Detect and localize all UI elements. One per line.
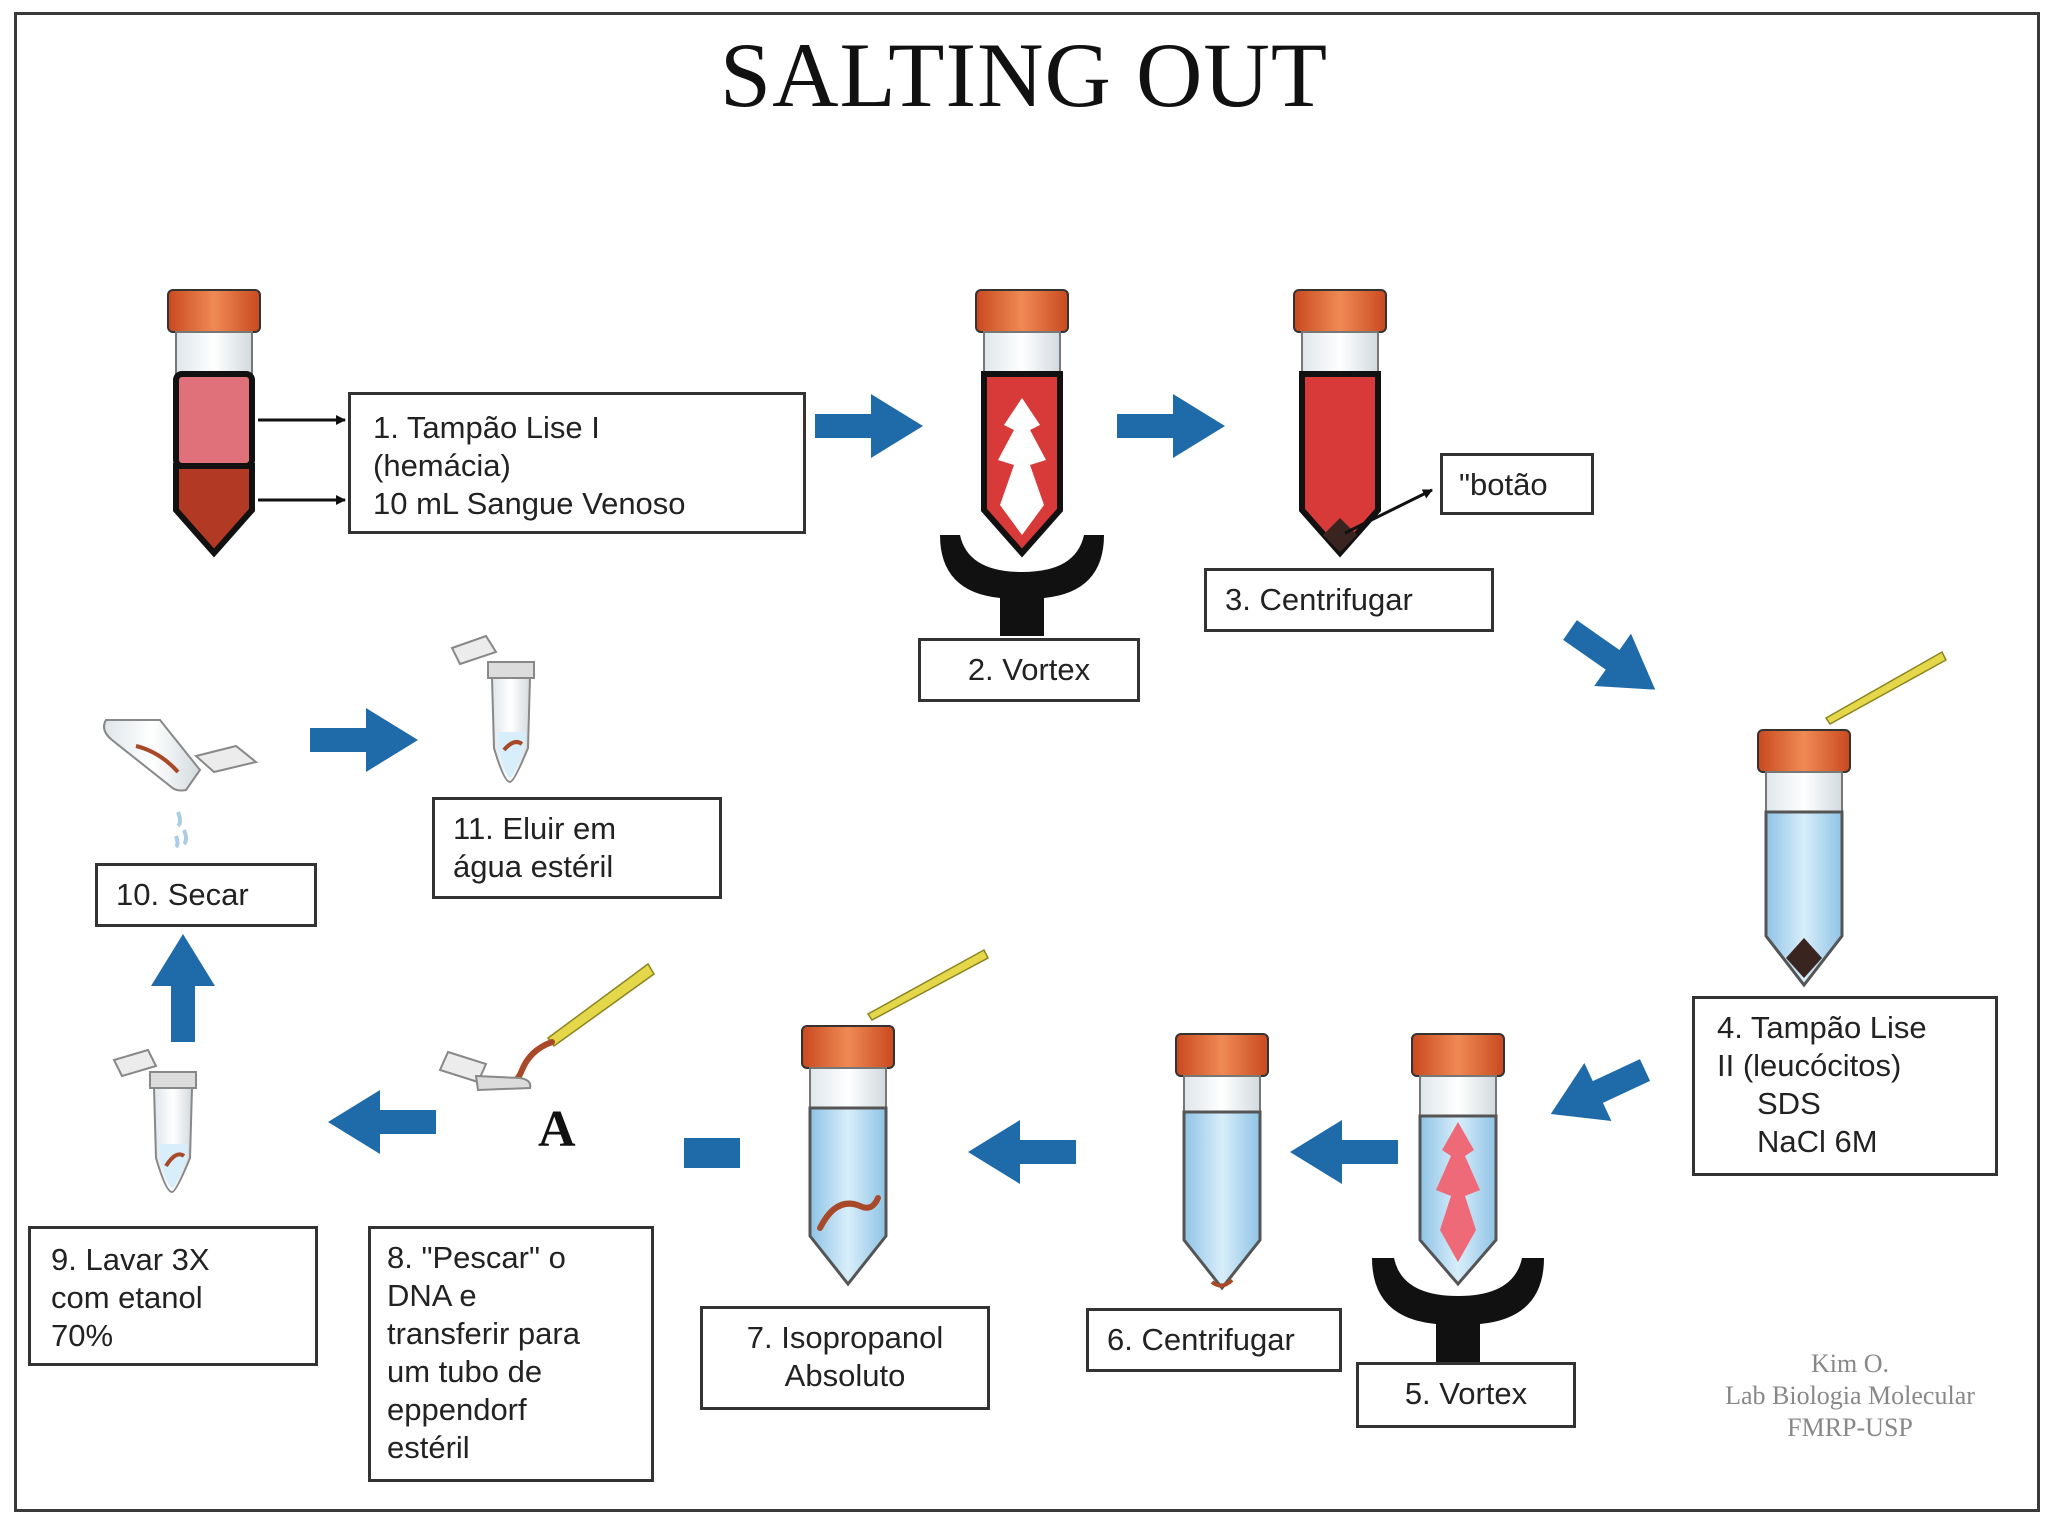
- pointer-arrow-botao: [1344, 488, 1433, 535]
- tube-6-centrifuge-icon: [1175, 1033, 1269, 1291]
- step-5-label: 5. Vortex: [1356, 1362, 1576, 1428]
- dna-fishing-icon: [438, 962, 655, 1092]
- diagram-title: SALTING OUT: [719, 24, 1329, 126]
- pipette-tip-icon: [1824, 650, 1947, 725]
- eppendorf-9-icon: [112, 1048, 197, 1194]
- step-4-line: 4. Tampão Lise: [1717, 1010, 1927, 1045]
- step-8-line: 8. "Pescar" o: [387, 1240, 566, 1275]
- tube-3-centrifuge-icon: [1293, 289, 1387, 558]
- credit-line: FMRP-USP: [1787, 1413, 1913, 1442]
- step-2-text: 2. Vortex: [967, 652, 1091, 687]
- step-3-text: 3. Centrifugar: [1225, 582, 1413, 617]
- credit-block: Kim O. Lab Biologia Molecular FMRP-USP: [1680, 1348, 2020, 1444]
- tube-4-icon: [1757, 650, 1947, 988]
- tube-2-vortex-icon: [940, 289, 1104, 636]
- pipette-tip-icon: [546, 962, 655, 1048]
- step-10-text: 10. Secar: [116, 877, 249, 912]
- step-10-label: 10. Secar: [95, 863, 317, 927]
- step-2-label: 2. Vortex: [918, 638, 1140, 702]
- flow-arrow-6-to-7: [968, 1120, 1076, 1184]
- step-8-line: eppendorf: [387, 1392, 527, 1427]
- tube-1-icon: [167, 289, 261, 558]
- step-8-line: DNA e: [387, 1278, 477, 1313]
- step-8-line: estéril: [387, 1430, 470, 1465]
- flow-arrow-10-to-11: [310, 708, 418, 772]
- step-7-line: 7. Isopropanol: [746, 1320, 944, 1355]
- marker-a: A: [538, 1101, 576, 1158]
- dna-strand-icon: [503, 1039, 555, 1085]
- step-1-line: 10 mL Sangue Venoso: [373, 486, 686, 521]
- botao-text: "botão: [1459, 467, 1548, 502]
- step-4-line: SDS: [1757, 1086, 1821, 1121]
- credit-line: Lab Biologia Molecular: [1725, 1381, 1975, 1410]
- flow-bar-7-to-8: [684, 1138, 740, 1168]
- step-1-label: 1. Tampão Lise I (hemácia) 10 mL Sangue …: [348, 392, 806, 534]
- flow-arrow-9-to-10: [151, 934, 215, 1042]
- step-11-label: 11. Eluir em água estéril: [432, 797, 722, 899]
- flow-arrow-5-to-6: [1290, 1120, 1398, 1184]
- dna-strand-icon: [817, 1195, 881, 1231]
- step-4-line: NaCl 6M: [1757, 1124, 1878, 1159]
- step-9-line: 70%: [51, 1318, 114, 1353]
- step-6-text: 6. Centrifugar: [1107, 1322, 1295, 1357]
- step-8-label: 8. "Pescar" o DNA e transferir para um t…: [368, 1226, 654, 1482]
- step-1-line: (hemácia): [373, 448, 511, 483]
- step-5-text: 5. Vortex: [1404, 1376, 1528, 1411]
- tube-5-vortex-icon: [1372, 1033, 1544, 1362]
- step-6-label: 6. Centrifugar: [1086, 1308, 1342, 1372]
- flow-arrow-2-to-3: [1117, 394, 1225, 458]
- step-9-line: 9. Lavar 3X: [51, 1242, 210, 1277]
- step-7-label: 7. Isopropanol Absoluto: [700, 1306, 990, 1410]
- diagram-frame: [14, 12, 2040, 1512]
- step-8-line: um tubo de: [387, 1354, 543, 1389]
- flow-arrow-1-to-2: [815, 394, 923, 458]
- eppendorf-10-icon: [103, 719, 259, 849]
- step-1-line: 1. Tampão Lise I: [373, 410, 600, 445]
- flow-arrow-3-to-4: [1563, 620, 1656, 690]
- step-4-line: II (leucócitos): [1717, 1048, 1902, 1083]
- pipette-tip-icon: [866, 948, 989, 1021]
- botao-label: "botão: [1440, 453, 1594, 515]
- step-11-line: água estéril: [453, 849, 614, 884]
- step-9-line: com etanol: [51, 1280, 203, 1315]
- tube-7-icon: [801, 948, 989, 1287]
- step-7-line: Absoluto: [784, 1358, 906, 1393]
- step-9-label: 9. Lavar 3X com etanol 70%: [28, 1226, 318, 1366]
- flow-arrow-8-to-9: [328, 1090, 436, 1154]
- credit-line: Kim O.: [1811, 1349, 1889, 1378]
- step-8-line: transferir para: [387, 1316, 580, 1351]
- step-11-line: 11. Eluir em: [453, 811, 617, 846]
- step-3-label: 3. Centrifugar: [1204, 568, 1494, 632]
- flow-arrow-4-to-5: [1550, 1059, 1651, 1121]
- step-4-label: 4. Tampão Lise II (leucócitos) SDS NaCl …: [1692, 996, 1998, 1176]
- eppendorf-11-icon: [450, 634, 535, 784]
